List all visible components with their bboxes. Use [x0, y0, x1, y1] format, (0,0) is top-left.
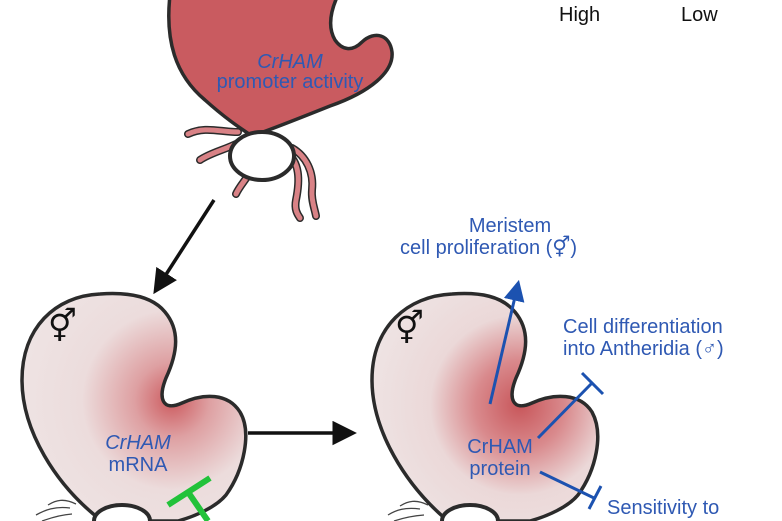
- right-gametophyte: [370, 291, 600, 521]
- top-gene-label: CrHAM: [257, 51, 323, 73]
- sensitivity-label-line1: Sensitivity to: [607, 497, 720, 519]
- right-archegonium-notch: [440, 503, 500, 521]
- legend-high-label: High: [559, 4, 601, 26]
- right-sex-symbol: ⚥: [395, 310, 424, 346]
- left-thallus: [20, 291, 248, 521]
- right-protein-line2: protein: [469, 458, 531, 480]
- differentiation-label-line1: Cell differentiation: [563, 316, 723, 338]
- top-gametophyte: [167, 0, 394, 222]
- top-description-label: promoter activity: [216, 71, 364, 93]
- right-thallus: [370, 291, 600, 521]
- left-archegonium-notch: [92, 503, 152, 521]
- right-protein-line1: CrHAM: [467, 436, 533, 458]
- top-archegonium-notch: [228, 130, 296, 182]
- legend-low-label: Low: [681, 4, 718, 26]
- left-gametophyte: [20, 291, 248, 521]
- meristem-label-line1: Meristem: [468, 215, 552, 237]
- arrow-meristem-proliferation: [488, 279, 525, 405]
- arrow-top-to-left: [153, 199, 216, 295]
- left-gene-label: CrHAM: [105, 432, 171, 454]
- top-thallus: [167, 0, 394, 138]
- left-sex-symbol: ⚥: [48, 308, 77, 344]
- inhibit-differentiation: [536, 371, 605, 440]
- inhibit-sensitivity: [539, 470, 603, 510]
- differentiation-label-line2: into Antheridia (♂): [563, 338, 724, 360]
- left-description-label: mRNA: [108, 454, 168, 476]
- green-inhibition: [166, 475, 212, 521]
- meristem-label-line2: cell proliferation (⚥): [400, 237, 578, 259]
